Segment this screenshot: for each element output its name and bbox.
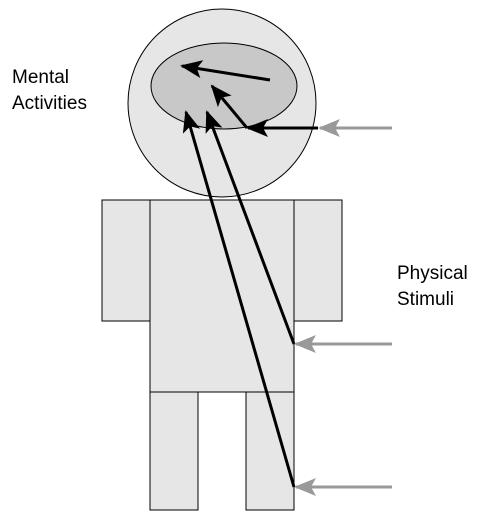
mental-activities-label-line-2: Activities	[12, 92, 87, 116]
left-leg	[150, 392, 198, 510]
right-arm	[294, 200, 342, 321]
mental-activities-label-line-1: Mental	[12, 66, 69, 90]
left-arm	[102, 200, 150, 321]
physical-stimuli-label-line-2: Stimuli	[397, 288, 454, 312]
torso	[150, 200, 294, 392]
mind-ellipse	[151, 43, 297, 129]
physical-stimuli-label-line-1: Physical	[397, 262, 468, 286]
right-leg	[246, 392, 294, 510]
